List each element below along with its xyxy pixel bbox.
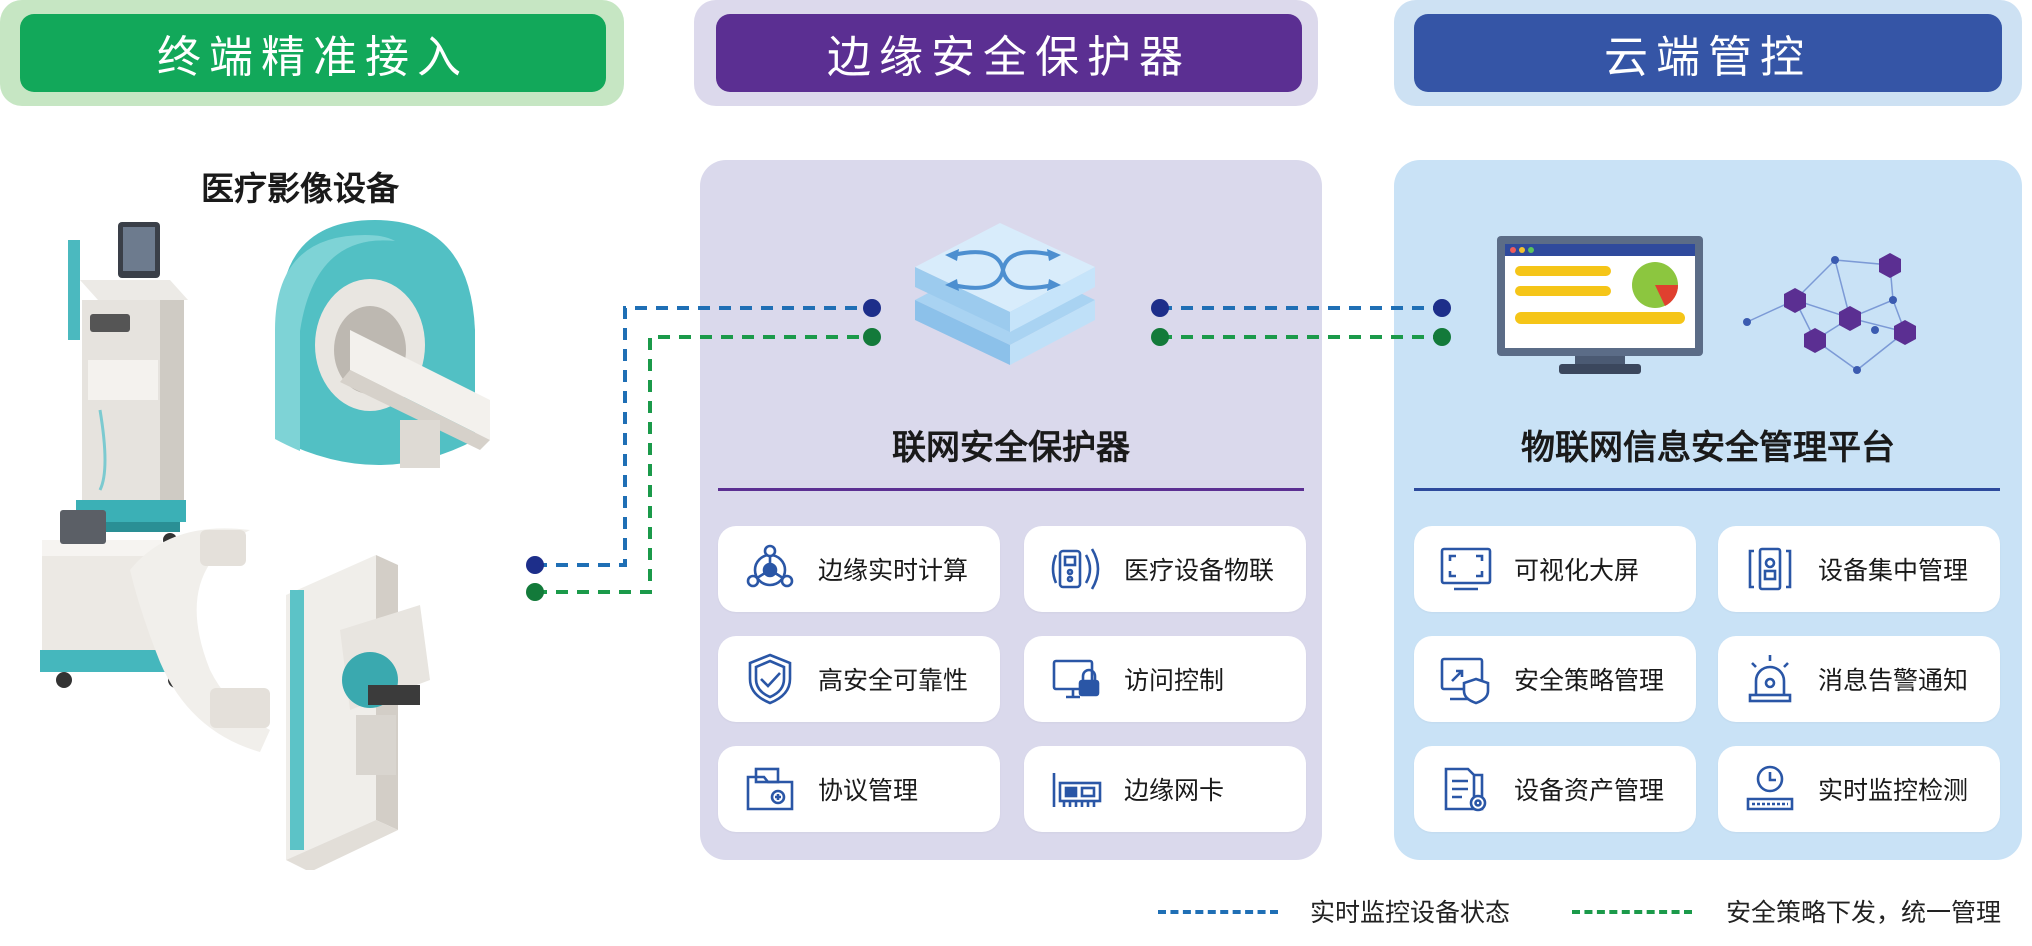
- edge-compute-icon: [746, 544, 794, 588]
- cloud-panel-title: 物联网信息安全管理平台: [1521, 428, 1895, 468]
- c-arm-xray-icon: [40, 510, 270, 752]
- status-connector-blue: [535, 306, 872, 567]
- edge-header: 边缘安全保护器: [716, 14, 1302, 92]
- cloud-header: 云端管控: [1414, 14, 2002, 92]
- edge-feature-label: 访问控制: [1124, 666, 1225, 695]
- edge-feature-card: 访问控制: [1024, 636, 1306, 722]
- cloud-feature-card: 可视化大屏: [1414, 526, 1696, 612]
- security-protector-device-icon: [915, 223, 1095, 365]
- edge-feature-card: 高安全可靠性: [718, 636, 1000, 722]
- legend-green-line: [1572, 910, 1692, 914]
- connector-dot: [526, 556, 544, 574]
- edge-feature-card: 医疗设备物联: [1024, 526, 1306, 612]
- alarm-light-icon: [1748, 655, 1792, 703]
- connector-dot: [863, 328, 881, 346]
- device-group-label: 医疗影像设备: [201, 169, 399, 208]
- cloud-feature-label: 设备集中管理: [1818, 556, 1969, 585]
- medical-iot-icon: [1051, 548, 1100, 590]
- cloud-feature-card: 实时监控检测: [1718, 746, 2000, 832]
- connector-dot: [526, 583, 544, 601]
- cloud-feature-label: 可视化大屏: [1514, 556, 1640, 585]
- cloud-header-label: 云端管控: [1604, 32, 1812, 83]
- edge-feature-label: 边缘网卡: [1124, 776, 1225, 805]
- cloud-feature-label: 安全策略管理: [1514, 666, 1665, 695]
- legend-blue-line: [1158, 910, 1278, 914]
- connector-dot: [1151, 299, 1169, 317]
- access-lock-icon: [1052, 659, 1100, 699]
- cloud-feature-card: 设备资产管理: [1414, 746, 1696, 832]
- connector-dot: [1433, 299, 1451, 317]
- edge-header-label: 边缘安全保护器: [827, 32, 1191, 83]
- cloud-feature-card: 设备集中管理: [1718, 526, 2000, 612]
- edge-panel-divider: [718, 488, 1304, 491]
- protocol-folder-icon: [746, 767, 794, 811]
- cloud-feature-card: 安全策略管理: [1414, 636, 1696, 722]
- mammography-unit-icon: [286, 555, 430, 870]
- cloud-feature-label: 实时监控检测: [1818, 776, 1969, 805]
- ultrasound-machine-icon: [68, 222, 188, 547]
- mri-scanner-icon: [275, 220, 490, 468]
- edge-feature-label: 医疗设备物联: [1124, 556, 1275, 585]
- cloud-feature-label: 消息告警通知: [1818, 666, 1969, 695]
- edge-feature-label: 边缘实时计算: [818, 556, 969, 585]
- terminal-header: 终端精准接入: [20, 14, 606, 92]
- shield-check-icon: [748, 653, 792, 705]
- edge-feature-card: 边缘网卡: [1024, 746, 1306, 832]
- medical-devices-illustration: [40, 220, 490, 870]
- edge-feature-card: 协议管理: [718, 746, 1000, 832]
- connector-dot: [1433, 328, 1451, 346]
- asset-server-icon: [1444, 767, 1487, 812]
- dashboard-monitor-icon: [1497, 236, 1703, 374]
- terminal-header-label: 终端精准接入: [157, 32, 469, 83]
- cloud-panel-divider: [1414, 488, 2000, 491]
- network-card-icon: [1052, 773, 1102, 807]
- edge-feature-label: 高安全可靠性: [818, 666, 969, 695]
- connector-dot: [863, 299, 881, 317]
- big-screen-icon: [1440, 547, 1492, 591]
- policy-monitor-icon: [1440, 657, 1490, 705]
- management-platform-illustration: [1497, 236, 1916, 374]
- iot-node-cubes: [1784, 253, 1916, 353]
- edge-panel-title: 联网安全保护器: [892, 428, 1130, 468]
- edge-feature-label: 协议管理: [818, 776, 919, 805]
- cloud-feature-label: 设备资产管理: [1514, 776, 1665, 805]
- connector-dot: [1151, 328, 1169, 346]
- policy-connector-green: [535, 335, 872, 594]
- legend-blue-label: 实时监控设备状态: [1310, 898, 1511, 927]
- device-manage-icon: [1748, 547, 1792, 591]
- legend-green-label: 安全策略下发，统一管理: [1726, 898, 2002, 927]
- cloud-feature-card: 消息告警通知: [1718, 636, 2000, 722]
- monitor-clock-icon: [1746, 765, 1794, 811]
- edge-feature-card: 边缘实时计算: [718, 526, 1000, 612]
